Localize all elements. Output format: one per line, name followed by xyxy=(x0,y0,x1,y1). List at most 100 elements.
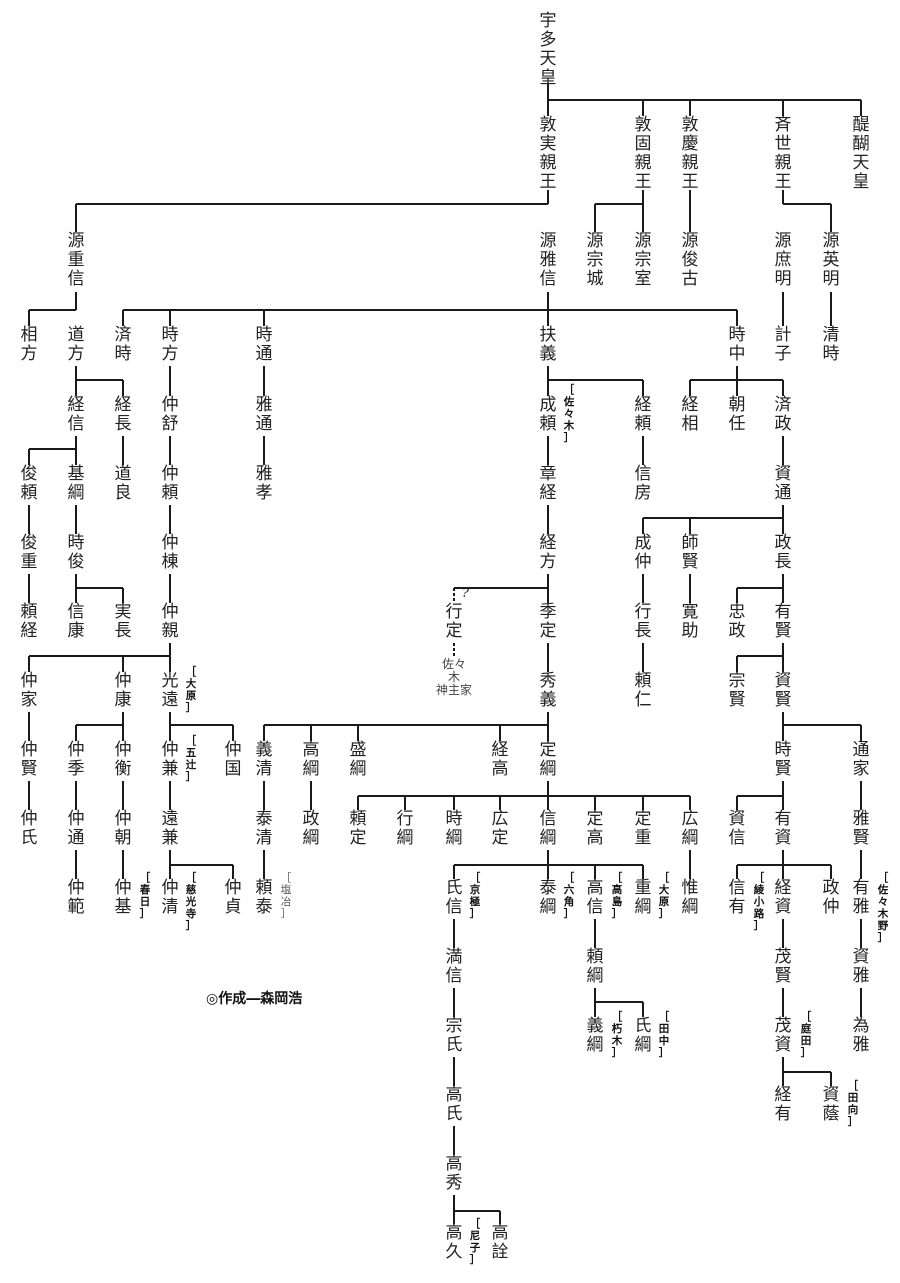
person-sukenobu: 資信 xyxy=(728,809,746,848)
person-nakanobu: 仲舒 xyxy=(161,395,179,434)
person-kazuko: 計子 xyxy=(774,325,792,364)
person-takanori: 高詮 xyxy=(491,1223,509,1262)
person-asato: 朝任 xyxy=(728,395,746,434)
person-yukitsuna: 行綱 xyxy=(396,809,414,848)
person-nobuari: 信有 xyxy=(728,878,746,917)
person-tsunetaka: 経高 xyxy=(491,740,509,779)
unknown-parentage-mark: ? xyxy=(462,586,469,601)
house-tag-shioji: ［ 塩 冶 ］ xyxy=(280,872,292,920)
person-hideyoshi: 秀義 xyxy=(539,671,557,710)
person-nobufusa: 信房 xyxy=(634,464,652,503)
person-tsunekata: 経方 xyxy=(539,533,557,572)
person-tokinaka: 時中 xyxy=(728,325,746,364)
person-sukemichi: 資通 xyxy=(774,464,792,503)
person-yukinaga: 行長 xyxy=(634,602,652,641)
person-hirosada: 広定 xyxy=(491,809,509,848)
person-narimasa: 済政 xyxy=(774,395,792,434)
person-muneuji: 宗氏 xyxy=(445,1016,463,1055)
person-yoshikiyo: 義清 xyxy=(255,740,273,779)
house-tag-tanaka: ［ 田 中 ］ xyxy=(658,1011,670,1059)
person-sukekata2: 資賢 xyxy=(774,671,792,710)
person-yasukiyo: 泰清 xyxy=(255,809,273,848)
person-atsukata: 敦固親王 xyxy=(634,115,652,192)
person-shigesuke: 茂資 xyxy=(774,1016,792,1055)
person-uda: 宇多天皇 xyxy=(539,11,557,88)
person-nakayasu: 仲康 xyxy=(114,671,132,710)
person-nobuyasu: 信康 xyxy=(67,602,85,641)
house-tag-sasaki: ［ 佐 々 木 ］ xyxy=(563,384,575,444)
person-tsuneari: 経有 xyxy=(774,1085,792,1124)
person-arikata: 有賢 xyxy=(774,602,792,641)
person-koretsuna: 惟綱 xyxy=(681,878,699,917)
person-sukekage: 資蔭 xyxy=(822,1085,840,1124)
person-atsumi: 敦実親王 xyxy=(539,115,557,192)
person-tamemasa: 為雅 xyxy=(852,1016,870,1055)
person-nakakane: 仲兼 xyxy=(161,740,179,779)
person-arisuke: 有資 xyxy=(774,809,792,848)
person-masanobu: 源 雅信 xyxy=(539,231,557,289)
person-muneki: 源 宗城 xyxy=(586,231,604,289)
house-tag-kyogoku: ［ 京 極 ］ xyxy=(469,872,481,920)
person-kiyotoki: 清時 xyxy=(822,325,840,364)
person-masatsuna: 政綱 xyxy=(302,809,320,848)
person-sadashige: 定重 xyxy=(634,809,652,848)
person-nakamoto: 仲基 xyxy=(114,878,132,917)
person-shigekata: 茂賢 xyxy=(774,947,792,986)
person-mitsunobu: 満信 xyxy=(445,947,463,986)
person-tookane: 遠兼 xyxy=(161,809,179,848)
person-narinaka: 成仲 xyxy=(634,533,652,572)
person-yorihito: 頼仁 xyxy=(634,671,652,710)
person-masanaga: 政長 xyxy=(774,533,792,572)
person-toshifuru: 源 俊古 xyxy=(681,231,699,289)
person-hirosuke: 寛助 xyxy=(681,602,699,641)
person-hideakira: 源 英明 xyxy=(822,231,840,289)
house-tag-kasuga: ［ 春 日 ］ xyxy=(139,872,151,920)
person-naritoshi: 成頼 xyxy=(539,395,557,434)
person-hirotsuna: 広綱 xyxy=(681,809,699,848)
person-yoritsune: 頼経 xyxy=(20,602,38,641)
person-yoritsuna: 頼綱 xyxy=(586,947,604,986)
person-michiie: 通家 xyxy=(852,740,870,779)
house-tag-sasakino: ［ 佐 々 木 野 ］ xyxy=(877,872,889,944)
person-noritsune: 章経 xyxy=(539,464,557,503)
person-nakayori: 仲頼 xyxy=(161,464,179,503)
person-masamichi: 雅通 xyxy=(255,395,273,434)
house-tag-gotsuji: ［ 五 辻 ］ xyxy=(185,735,197,783)
person-daigo: 醍醐天皇 xyxy=(852,115,870,192)
person-tokimichi: 時通 xyxy=(255,325,273,364)
person-tadamasa: 忠政 xyxy=(728,602,746,641)
person-nakachika: 仲親 xyxy=(161,602,179,641)
person-masanaka: 政仲 xyxy=(822,878,840,917)
person-ujinobu: 氏信 xyxy=(445,878,463,917)
house-tag-kutsuki: ［ 朽 木 ］ xyxy=(611,1011,623,1059)
person-mitsutoo: 光遠 xyxy=(161,671,179,710)
person-nakakiyo: 仲清 xyxy=(161,878,179,917)
person-takanobu: 高信 xyxy=(586,878,604,917)
house-tag-ohara2: ［ 大 原 ］ xyxy=(658,872,670,920)
person-tsuneyori: 経頼 xyxy=(634,395,652,434)
person-nakahira: 仲衡 xyxy=(114,740,132,779)
person-yorisada: 頼定 xyxy=(349,809,367,848)
person-motoyuki: 基綱 xyxy=(67,464,85,503)
person-nakaie: 仲家 xyxy=(20,671,38,710)
person-nakanori: 仲範 xyxy=(67,878,85,917)
person-tokitoshi: 時俊 xyxy=(67,533,85,572)
person-toshiyori: 俊頼 xyxy=(20,464,38,503)
house-tag-jikoji: ［ 慈 光 寺 ］ xyxy=(185,872,197,932)
person-yasutsuna: 泰綱 xyxy=(539,878,557,917)
person-nakamichi: 仲通 xyxy=(67,809,85,848)
person-naritoki: 済時 xyxy=(114,325,132,364)
person-moritsuna: 盛綱 xyxy=(349,740,367,779)
person-sanenaga: 実長 xyxy=(114,602,132,641)
person-tsunenobu: 経信 xyxy=(67,395,85,434)
credit-text: ◎作成―森岡浩 xyxy=(206,991,303,1007)
person-tsunesuke2: 経資 xyxy=(774,878,792,917)
person-nakamune: 仲棟 xyxy=(161,533,179,572)
person-yoshitsuna: 義綱 xyxy=(586,1016,604,1055)
person-munekata: 宗賢 xyxy=(728,671,746,710)
house-tag-rokkaku: ［ 六 角 ］ xyxy=(563,872,575,920)
person-tokiyo: 斉世親王 xyxy=(774,115,792,192)
person-suesada: 季定 xyxy=(539,602,557,641)
